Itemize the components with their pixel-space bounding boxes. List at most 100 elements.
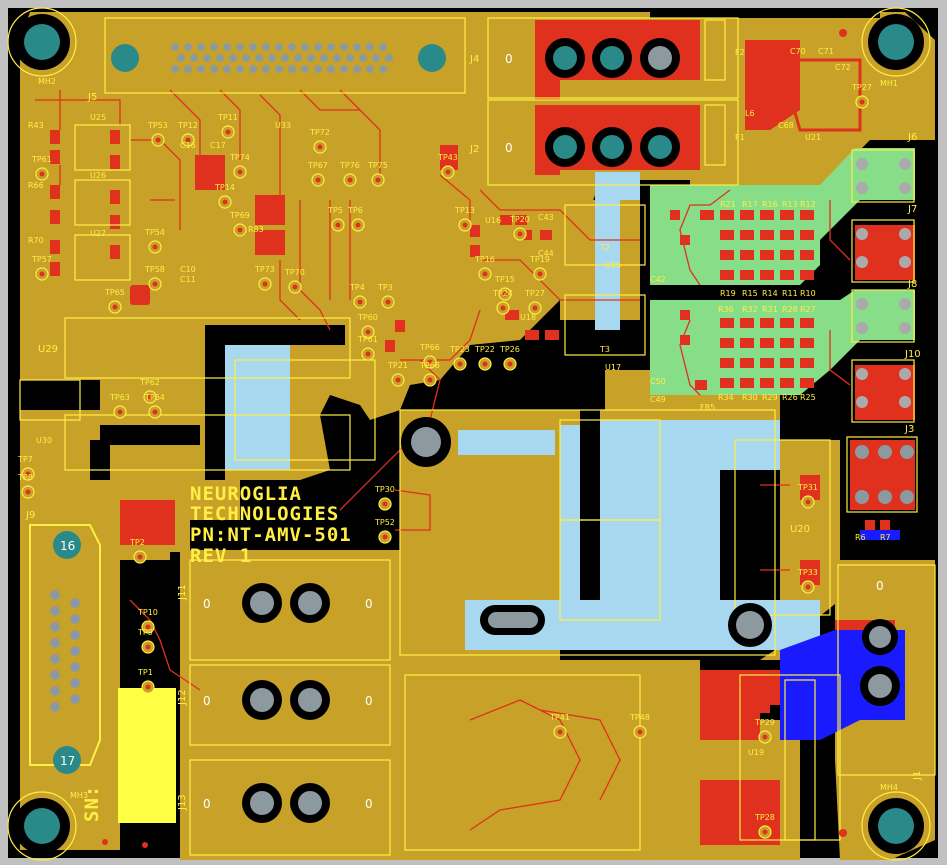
test-point-dot <box>427 377 433 383</box>
header-pin <box>294 54 302 62</box>
dsub-pin-16: 16 <box>60 539 75 553</box>
passive-label: R13 <box>782 200 798 209</box>
test-point-label: TP3 <box>377 283 393 292</box>
passive-label: R34 <box>718 393 734 402</box>
test-point-label: TP72 <box>309 128 330 137</box>
label-j8: J8 <box>907 279 917 290</box>
test-point-label: TP8 <box>17 473 33 482</box>
test-point-label: TP58 <box>144 265 165 274</box>
header-pin <box>333 54 341 62</box>
test-point-label: TP57 <box>31 255 52 264</box>
test-point-dot <box>292 284 298 290</box>
test-point-label: TP13 <box>454 206 475 215</box>
pin-mark: 0 <box>365 694 373 708</box>
test-point-dot <box>557 729 563 735</box>
dsub-pin <box>70 614 80 624</box>
label-j10: J10 <box>904 349 921 360</box>
test-point-label: TP30 <box>374 485 395 494</box>
test-point-dot <box>427 359 433 365</box>
passive-label: C42 <box>650 275 666 284</box>
passive-label: C68 <box>778 121 794 130</box>
pin-mark: 0 <box>203 597 211 611</box>
header-pin <box>184 65 192 73</box>
label-j13: J13 <box>177 794 188 811</box>
header-pin <box>171 65 179 73</box>
test-point-label: TP52 <box>374 518 395 527</box>
test-point-label: TP33 <box>797 568 818 577</box>
passive-label: T3 <box>599 345 610 354</box>
test-point-dot <box>112 304 118 310</box>
header-pin <box>177 54 185 62</box>
test-point-label: TP5 <box>327 206 343 215</box>
test-point-dot <box>25 489 31 495</box>
label-j9: J9 <box>25 510 35 521</box>
header-pin <box>236 65 244 73</box>
label-j3: J3 <box>904 424 914 435</box>
silkscreen-outlines <box>7 7 936 861</box>
passive-label: R29 <box>762 393 778 402</box>
passive-label: C70 <box>790 47 806 56</box>
header-pin <box>327 43 335 51</box>
right-connector-pads <box>855 158 914 504</box>
label-u26: U26 <box>90 171 106 180</box>
dsub-pin <box>70 678 80 688</box>
label-u20: U20 <box>790 524 810 535</box>
header-pin <box>184 43 192 51</box>
passive-label: C10 <box>180 265 196 274</box>
test-point-dot <box>347 177 353 183</box>
test-point-label: TP14 <box>214 183 235 192</box>
header-pin <box>223 65 231 73</box>
label-j7: J7 <box>907 204 917 215</box>
test-point-dot <box>365 351 371 357</box>
label-u25: U25 <box>90 113 106 122</box>
pin-mark: 0 <box>365 797 373 811</box>
passive-label: R66 <box>28 181 44 190</box>
pad-numbers: 0 0 0 0 0 0 0 0 0 16 17 <box>60 52 884 811</box>
sn-label: SN: <box>81 785 103 822</box>
label-u17: U17 <box>605 363 621 372</box>
header-pin <box>372 54 380 62</box>
passive-label: R31 <box>762 305 778 314</box>
test-point-dot <box>445 169 451 175</box>
pin-mark: 0 <box>505 52 513 66</box>
header-pin <box>216 54 224 62</box>
test-point-label: TP26 <box>499 345 520 354</box>
test-point-label: TP68 <box>419 361 440 370</box>
test-point-label: TP65 <box>104 288 125 297</box>
test-point-label: TP69 <box>229 211 250 220</box>
dsub-pin <box>70 646 80 656</box>
passive-label: C16 <box>180 141 196 150</box>
test-point-label: TP21 <box>387 361 408 370</box>
trace-network <box>35 89 851 831</box>
header-pin <box>203 54 211 62</box>
test-point-dot <box>462 222 468 228</box>
header-pin <box>340 43 348 51</box>
test-point-dot <box>222 199 228 205</box>
header-pin <box>249 43 257 51</box>
test-point-dot <box>39 171 45 177</box>
dsub-pin <box>70 630 80 640</box>
label-u16: U16 <box>485 216 501 225</box>
test-point-label: TP7 <box>17 455 33 464</box>
header-pin <box>171 43 179 51</box>
test-point-label: TP1 <box>137 668 153 677</box>
passive-label: R28 <box>782 305 798 314</box>
test-point-dot <box>147 394 153 400</box>
passive-label: R6 <box>855 533 866 542</box>
header-pin <box>359 54 367 62</box>
header-pin <box>353 43 361 51</box>
passive-label: R30 <box>742 393 758 402</box>
label-j2: J2 <box>469 144 479 155</box>
header-pin <box>197 65 205 73</box>
test-point-dot <box>25 471 31 477</box>
fiducials <box>102 29 847 848</box>
test-point-dot <box>762 734 768 740</box>
passive-labels: R12R13R16R17R21R10R11R14R15R19R27R28R31R… <box>28 47 891 542</box>
label-u33: U33 <box>275 121 291 130</box>
test-point-dot <box>482 361 488 367</box>
test-point-label: TP53 <box>147 121 168 130</box>
header-pin <box>320 54 328 62</box>
test-point-label: TP66 <box>419 343 440 352</box>
test-point-dot <box>355 222 361 228</box>
